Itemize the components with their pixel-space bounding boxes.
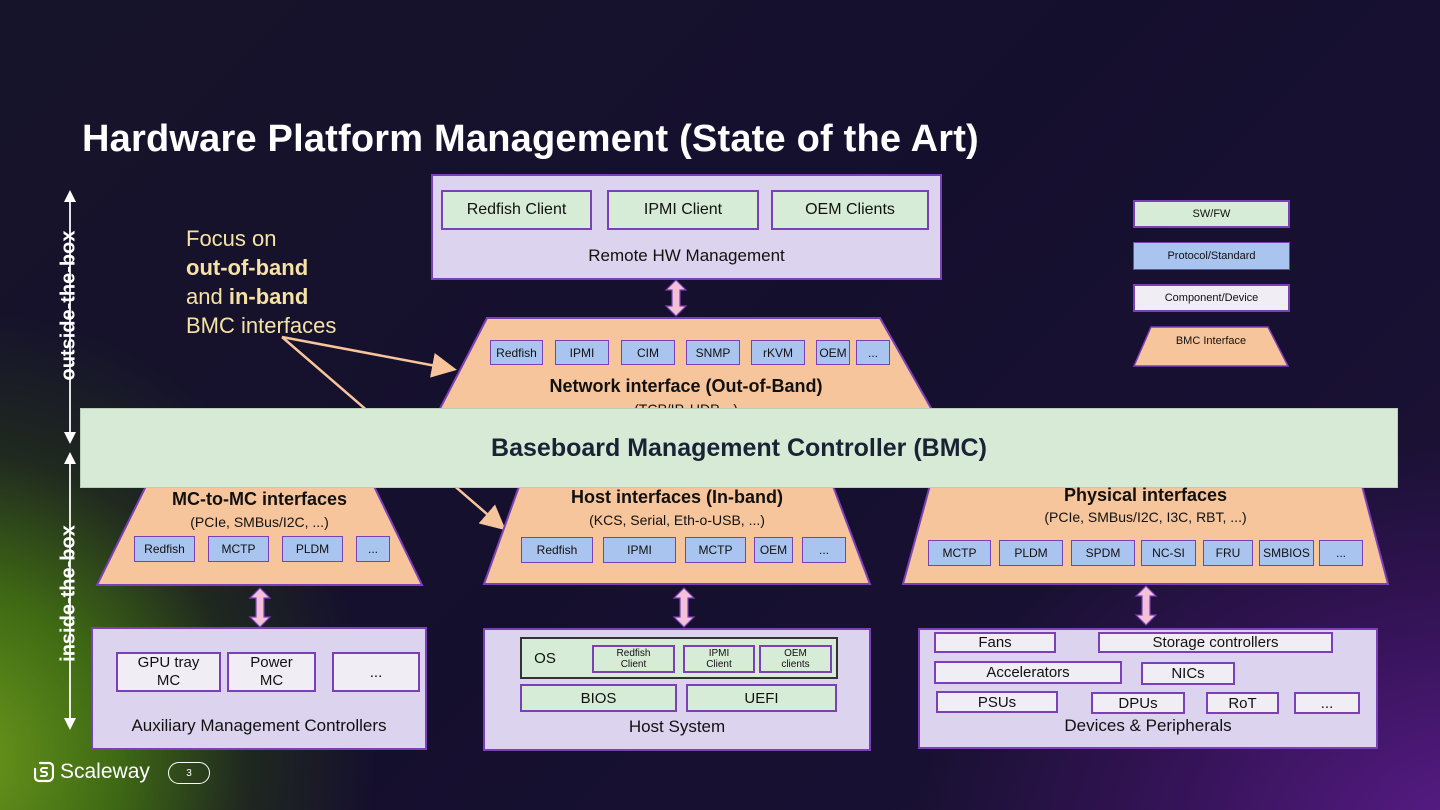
device-fans: Fans	[934, 632, 1056, 653]
legend-sw-fw: SW/FW	[1133, 200, 1290, 228]
device-storage-controllers: Storage controllers	[1098, 632, 1333, 653]
device-more: ...	[1294, 692, 1360, 714]
legend-protocol-standard: Protocol/Standard	[1133, 242, 1290, 270]
net-protocol-ipmi: IPMI	[555, 340, 609, 365]
page-title: Hardware Platform Management (State of t…	[82, 118, 979, 160]
phys-protocol-pldm: PLDM	[999, 540, 1063, 566]
page-number-label: 3	[186, 767, 192, 779]
remote-hw-management-label: Remote HW Management	[588, 246, 785, 265]
host-interface-title: Host interfaces (In-band)	[570, 487, 784, 507]
legend-bmc-interface-shape	[1132, 326, 1290, 367]
aux-mc-label: Auxiliary Management Controllers	[131, 716, 387, 735]
mc-protocol-more: ...	[356, 536, 390, 562]
os-oem-clients-label: OEM clients	[781, 648, 810, 670]
host-protocol-redfish: Redfish	[521, 537, 593, 563]
device-rot: RoT	[1206, 692, 1279, 714]
os-redfish-client-label: Redfish Client	[616, 648, 651, 670]
phys-protocol-spdm: SPDM	[1071, 540, 1135, 566]
os-label: OS	[534, 649, 556, 667]
power-mc-label: Power MC	[250, 654, 293, 689]
gpu-tray-mc-box: GPU tray MC	[116, 652, 221, 692]
device-nics: NICs	[1141, 662, 1235, 685]
redfish-client-box: Redfish Client	[441, 190, 592, 230]
page-number: 3	[168, 762, 210, 784]
net-protocol-cim: CIM	[621, 340, 675, 365]
bmc-bar: Baseboard Management Controller (BMC)	[80, 408, 1398, 488]
phys-devices-double-arrow	[1134, 585, 1158, 626]
power-mc-box: Power MC	[227, 652, 316, 692]
scaleway-logo: Scaleway	[34, 760, 150, 784]
physical-interface-title: Physical interfaces	[1063, 485, 1228, 505]
net-protocol-redfish: Redfish	[490, 340, 543, 365]
devices-label: Devices & Peripherals	[1064, 716, 1232, 735]
device-accelerators: Accelerators	[934, 661, 1122, 684]
phys-protocol-fru: FRU	[1203, 540, 1253, 566]
mc-aux-double-arrow	[248, 587, 272, 628]
outside-the-box-label: outside-the-box	[57, 230, 80, 381]
remote-network-double-arrow	[664, 279, 688, 317]
host-protocol-mctp: MCTP	[685, 537, 746, 563]
phys-protocol-smbios: SMBIOS	[1259, 540, 1314, 566]
mc-interface-subtitle: (PCIe, SMBus/I2C, ...)	[190, 514, 329, 530]
host-hostsys-double-arrow	[672, 587, 696, 628]
host-protocol-more: ...	[802, 537, 846, 563]
os-ipmi-client: IPMI Client	[683, 645, 755, 673]
focus-arrow-network	[281, 335, 457, 378]
legend-component-device: Component/Device	[1133, 284, 1290, 312]
host-system-label: Host System	[628, 717, 726, 736]
legend-bmc-interface: BMC Interface	[1175, 335, 1247, 347]
host-protocol-ipmi: IPMI	[603, 537, 676, 563]
net-protocol-oem: OEM	[816, 340, 850, 365]
phys-protocol-mctp: MCTP	[928, 540, 991, 566]
physical-interface-subtitle: (PCIe, SMBus/I2C, I3C, RBT, ...)	[1044, 509, 1247, 525]
os-oem-clients: OEM clients	[759, 645, 832, 673]
mc-protocol-pldm: PLDM	[282, 536, 343, 562]
mc-protocol-redfish: Redfish	[134, 536, 195, 562]
aux-more-box: ...	[332, 652, 420, 692]
host-protocol-oem: OEM	[754, 537, 793, 563]
inside-the-box-label: inside-the-box	[57, 525, 80, 662]
phys-protocol-ncsi: NC-SI	[1141, 540, 1196, 566]
net-protocol-more: ...	[856, 340, 890, 365]
uefi-box: UEFI	[686, 684, 837, 712]
gpu-tray-mc-label: GPU tray MC	[137, 654, 200, 689]
ipmi-client-box: IPMI Client	[607, 190, 759, 230]
device-psus: PSUs	[936, 691, 1058, 713]
mc-protocol-mctp: MCTP	[208, 536, 269, 562]
net-protocol-snmp: SNMP	[686, 340, 740, 365]
network-interface-title: Network interface (Out-of-Band)	[549, 376, 823, 396]
phys-protocol-more: ...	[1319, 540, 1363, 566]
os-redfish-client: Redfish Client	[592, 645, 675, 673]
net-protocol-rkvm: rKVM	[751, 340, 805, 365]
host-interface-subtitle: (KCS, Serial, Eth-o-USB, ...)	[589, 512, 765, 528]
brand-name: Scaleway	[60, 760, 150, 783]
mc-interface-title: MC-to-MC interfaces	[171, 489, 347, 509]
device-dpus: DPUs	[1091, 692, 1185, 714]
scaleway-logo-icon	[34, 761, 54, 783]
bios-box: BIOS	[520, 684, 677, 712]
focus-note: Focus on out-of-band and in-band BMC int…	[186, 226, 337, 338]
oem-clients-box: OEM Clients	[771, 190, 929, 230]
os-ipmi-client-label: IPMI Client	[706, 648, 732, 670]
